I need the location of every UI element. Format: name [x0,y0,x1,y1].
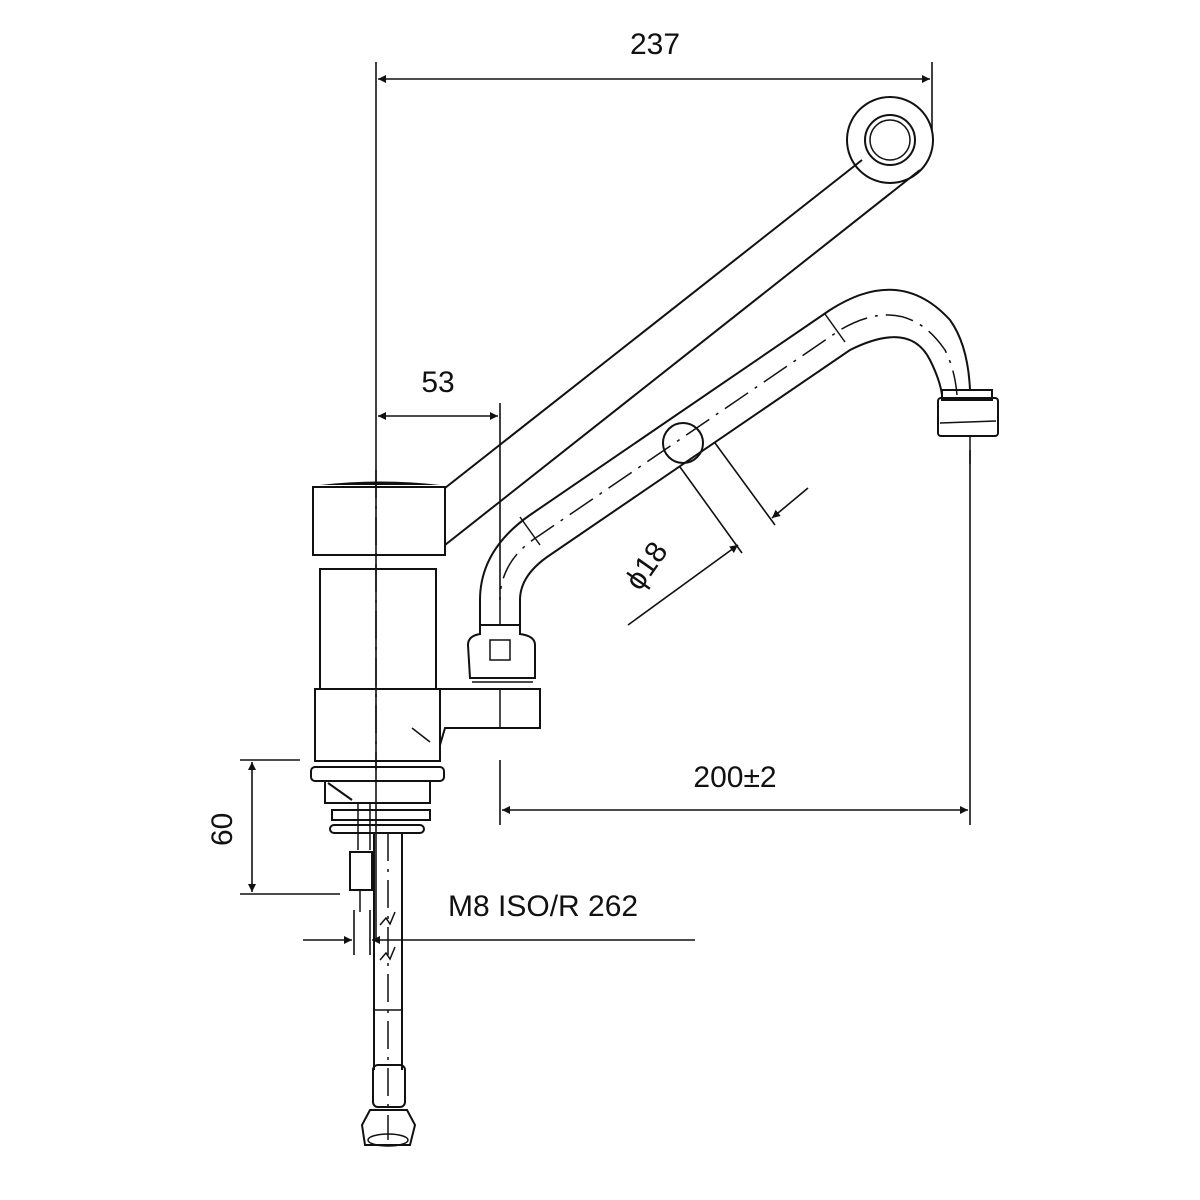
lever-handle [444,96,934,546]
dimension-thread: M8 ISO/R 262 [303,890,695,955]
dimension-label-diameter-18: ϕ18 [619,536,675,596]
spout [466,288,999,683]
handle-cap [312,481,446,556]
mounting-base [310,766,445,912]
dimension-mount-height: 60 [206,759,340,895]
thread-spec-label: M8 ISO/R 262 [448,890,638,923]
dimension-label-200: 200±2 [693,761,776,794]
dimension-label-60: 60 [206,813,239,846]
dimension-overall-width: 237 [375,28,933,940]
dimension-label-237: 237 [630,28,680,61]
dimension-spout-diameter: ϕ18 [619,442,809,626]
dimension-spout-reach: 200±2 [499,450,971,825]
dimension-label-53: 53 [421,366,454,399]
supply-hose [360,833,417,1147]
faucet-body [314,568,541,762]
